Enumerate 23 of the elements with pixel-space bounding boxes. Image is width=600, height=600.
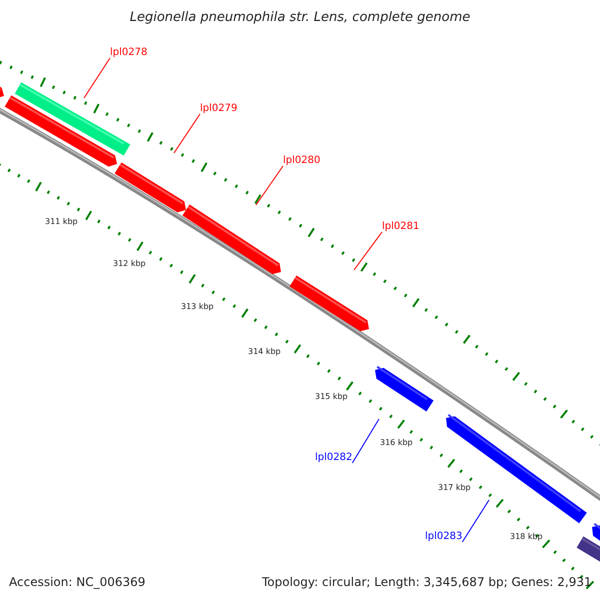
position-label: 312 kbp	[113, 260, 146, 268]
leader-line	[354, 232, 382, 270]
position-label: 318 kbp	[510, 533, 543, 541]
leader-line	[352, 418, 380, 464]
leader-line	[462, 500, 490, 542]
position-label: 317 kbp	[438, 484, 471, 492]
position-label: 314 kbp	[248, 348, 281, 356]
gene-label: lpl0280	[283, 156, 320, 166]
footer-text: Topology: circular; Length: 3,345,687 bp; Genes: 2,931	[262, 576, 592, 588]
leader-line	[84, 58, 110, 98]
footer-text: Accession: NC_006369	[9, 576, 146, 588]
gene-label: lpl0278	[110, 48, 148, 58]
leader-line	[256, 166, 284, 206]
position-label: 311 kbp	[45, 218, 78, 226]
position-label: 313 kbp	[181, 303, 214, 311]
leader-line	[174, 114, 200, 154]
gene-label: lpl0279	[200, 104, 238, 114]
gene-label: lpl0282	[315, 453, 352, 463]
title: Legionella pneumophila str. Lens, complete genome	[128, 11, 472, 24]
gene-label: lpl0283	[425, 532, 462, 542]
position-label: 315 kbp	[315, 393, 348, 401]
gene-label: lpl0281	[382, 222, 420, 232]
position-label: 316 kbp	[380, 439, 413, 447]
